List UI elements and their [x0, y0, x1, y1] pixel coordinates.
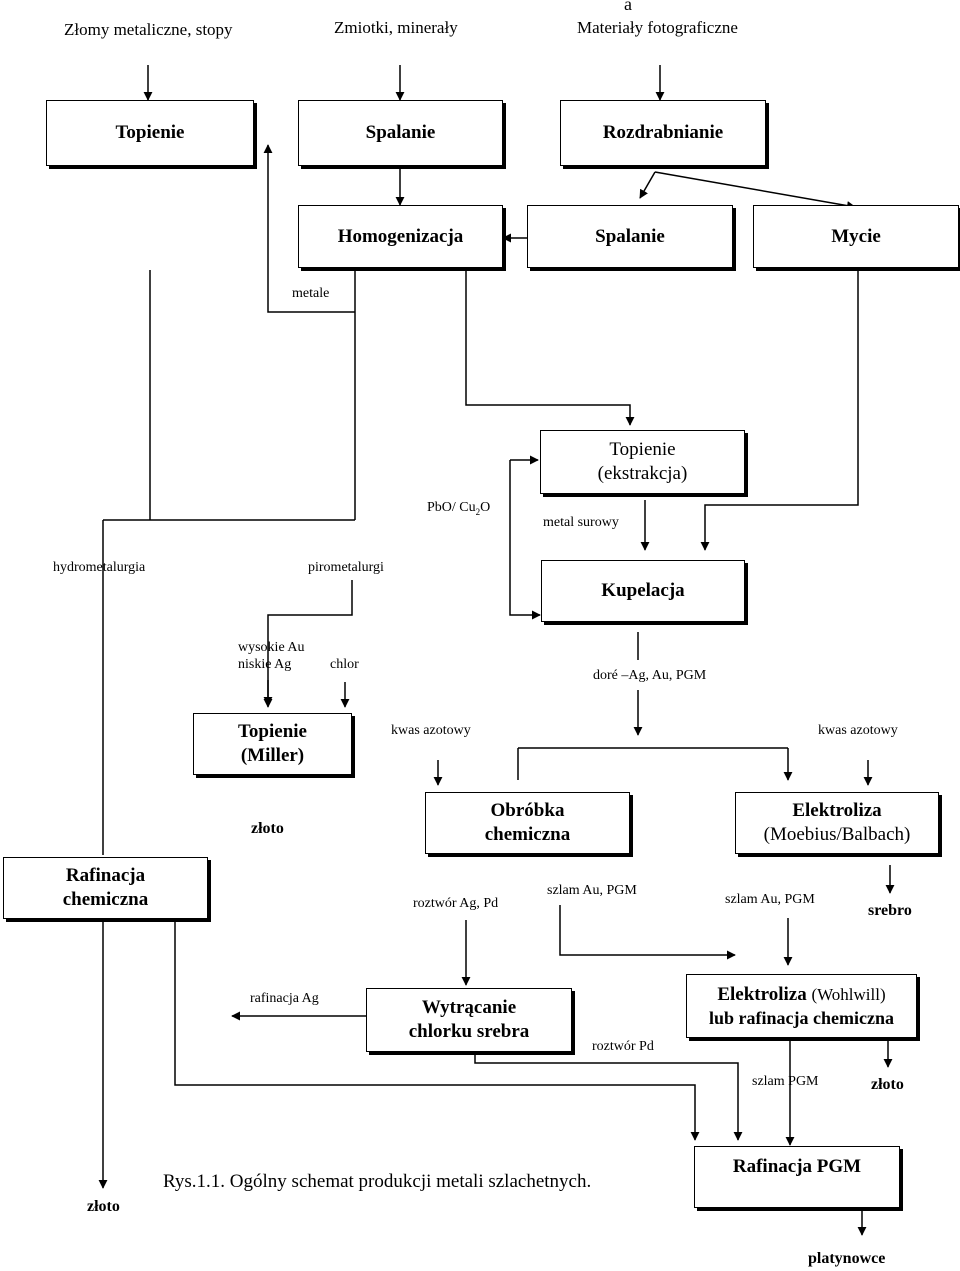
- output-zloto-miller: złoto: [251, 820, 284, 837]
- label-metale: metale: [292, 286, 330, 301]
- label-niskie-ag: niskie Ag: [238, 656, 292, 672]
- source-scrap: Złomy metaliczne, stopy: [64, 20, 233, 39]
- box-topienie-ekstrakcja-line1: Topienie: [609, 439, 676, 461]
- box-kupelacja-label: Kupelacja: [601, 580, 685, 602]
- box-topienie-ekstrakcja-line2: (ekstrakcja): [597, 463, 688, 484]
- box-elektroliza-w-line2: lub rafinacja chemiczna: [709, 1007, 894, 1028]
- box-rafinacja-line1: Rafinacja: [65, 865, 146, 887]
- box-obrobka-line1: Obróbka: [490, 800, 565, 822]
- box-spalanie-2-label: Spalanie: [595, 225, 665, 247]
- line-homogenizacja-to-ekstrakcja: [465, 270, 635, 426]
- box-topienie-label: Topienie: [115, 122, 185, 144]
- box-kupelacja: Kupelacja: [541, 560, 745, 622]
- label-pirometalurgi: pirometalurgi: [308, 560, 384, 575]
- label-pbo-suffix: O: [480, 500, 491, 515]
- box-rafinacja-pgm: Rafinacja PGM: [694, 1146, 900, 1208]
- line-metale-loop: [263, 144, 355, 313]
- arrow-rozdrabnianie-to-spalanie: [639, 171, 656, 199]
- line-pbo-loop-down: [509, 460, 541, 620]
- box-obrobka-chemiczna: Obróbka chemiczna: [425, 792, 630, 854]
- box-wytracanie-line2: chlorku srebra: [408, 1021, 530, 1042]
- label-rafinacja-ag: rafinacja Ag: [250, 991, 319, 1006]
- label-kwas-azotowy-2: kwas azotowy: [818, 723, 898, 738]
- output-platynowce: platynowce: [808, 1250, 886, 1267]
- box-topienie-miller: Topienie (Miller): [193, 713, 352, 775]
- box-spalanie-2: Spalanie: [527, 205, 733, 268]
- box-elektroliza-w-bold: Elektroliza: [717, 983, 807, 1005]
- label-roztwor-ag-pd: roztwór Ag, Pd: [413, 896, 499, 911]
- box-rozdrabnianie: Rozdrabnianie: [560, 100, 766, 166]
- source-photo-mark: a: [624, 0, 632, 14]
- label-hydrometalurgia: hydrometalurgia: [53, 560, 146, 575]
- box-rafinacja-line2: chemiczna: [62, 889, 149, 910]
- line-wytracanie-to-pgm: [474, 1053, 743, 1141]
- output-srebro: srebro: [868, 902, 912, 919]
- source-sweepings: Zmiotki, minerały: [334, 18, 458, 37]
- label-dore: doré –Ag, Au, PGM: [593, 668, 707, 683]
- label-chlor: chlor: [330, 657, 359, 672]
- box-elektroliza-mb-line2: (Moebius/Balbach): [763, 824, 911, 845]
- box-spalanie-1-label: Spalanie: [365, 122, 436, 144]
- box-elektroliza-mb-line1: Elektroliza: [792, 800, 882, 822]
- box-topienie-miller-line2: (Miller): [240, 745, 305, 766]
- box-spalanie-1: Spalanie: [298, 100, 503, 166]
- box-topienie-miller-line1: Topienie: [238, 721, 307, 743]
- output-zloto-left: złoto: [87, 1198, 120, 1215]
- box-mycie-label: Mycie: [831, 225, 881, 247]
- figure-caption: Rys.1.1. Ogólny schemat produkcji metali…: [163, 1171, 592, 1192]
- label-roztwor-pd: roztwór Pd: [592, 1039, 654, 1054]
- output-zloto-wohlwill: złoto: [871, 1076, 904, 1093]
- box-elektroliza-w-line1: Elektroliza (Wohlwill): [717, 983, 885, 1007]
- line-pyro-to-miller: [263, 580, 353, 706]
- box-rafinacja-pgm-label: Rafinacja PGM: [732, 1156, 862, 1177]
- label-pbo-cu2o: PbO/ Cu2O: [427, 500, 490, 518]
- box-elektroliza-moebius: Elektroliza (Moebius/Balbach): [735, 792, 939, 854]
- box-homogenizacja-label: Homogenizacja: [337, 225, 464, 247]
- box-elektroliza-wohlwill: Elektroliza (Wohlwill) lub rafinacja che…: [686, 974, 917, 1038]
- label-wysokie-niskie: wysokie Au niskie Ag: [238, 640, 305, 674]
- box-mycie: Mycie: [753, 205, 959, 268]
- box-wytracanie-line1: Wytrącanie: [421, 997, 517, 1019]
- box-elektroliza-w-normal: (Wohlwill): [811, 984, 886, 1004]
- box-obrobka-line2: chemiczna: [484, 824, 571, 845]
- label-szlam-au-pgm-2: szlam Au, PGM: [725, 892, 815, 907]
- label-metal-surowy: metal surowy: [543, 515, 619, 530]
- box-rozdrabnianie-label: Rozdrabnianie: [602, 122, 724, 144]
- label-pbo-subscript: 2: [475, 506, 481, 517]
- source-photo: Materiały fotograficzne: [577, 18, 738, 37]
- line-obrobka-szlam-to-wohlwill: [559, 905, 736, 960]
- label-wysokie-au: wysokie Au: [238, 640, 305, 655]
- box-rafinacja-chemiczna: Rafinacja chemiczna: [3, 857, 208, 919]
- arrow-rozdrabnianie-to-mycie: [654, 171, 856, 211]
- label-kwas-azotowy-1: kwas azotowy: [391, 723, 471, 738]
- box-wytracanie: Wytrącanie chlorku srebra: [366, 988, 572, 1052]
- label-szlam-pgm: szlam PGM: [752, 1074, 819, 1089]
- box-topienie-ekstrakcja: Topienie (ekstrakcja): [540, 430, 745, 494]
- label-pbo-prefix: PbO/ Cu: [427, 500, 476, 515]
- box-topienie: Topienie: [46, 100, 254, 166]
- label-szlam-au-pgm-1: szlam Au, PGM: [547, 883, 637, 898]
- box-homogenizacja: Homogenizacja: [298, 205, 503, 268]
- line-rafinacja-to-pgm: [174, 920, 700, 1141]
- line-mycie-to-kupelacja: [700, 270, 859, 551]
